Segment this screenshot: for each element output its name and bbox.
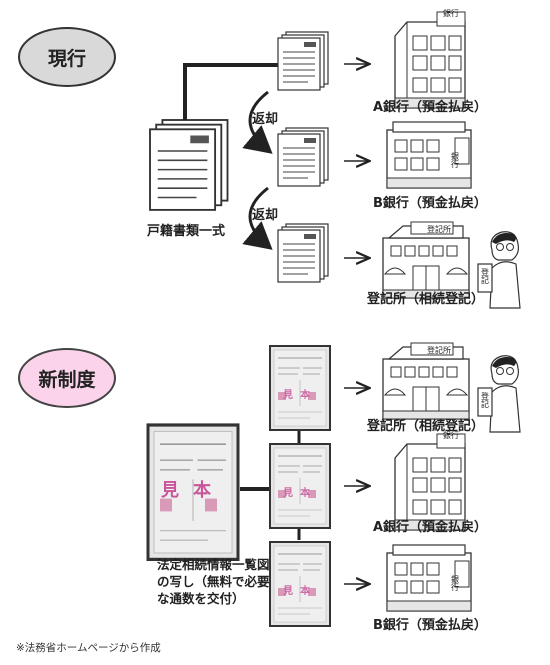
officer-sign: 登記 (481, 267, 490, 284)
new-system-badge: 新制度 (18, 348, 116, 408)
return-label-2: 返却 (252, 208, 279, 223)
destination-label-bank-a: A銀行（預金払戻） (373, 100, 488, 115)
document-stack-2 (277, 127, 329, 187)
source-footnote: ※法務省ホームページから作成 (16, 642, 161, 654)
document-stack-1 (277, 31, 329, 91)
bank-b-sign-new: 銀行 (451, 574, 460, 592)
current-system-label: 現行 (47, 47, 86, 70)
bank-b-sign: 銀行 (451, 151, 460, 169)
certificate-label: 法定相続情報一覧図の写し（無料で必要な通数を交付） (157, 557, 270, 606)
bundle-label: 戸籍書類一式 (147, 224, 226, 239)
certificate-sample-3 (269, 541, 331, 627)
bank-a-sign-new: 銀行 (443, 430, 459, 440)
new-system-label: 新制度 (38, 368, 96, 391)
certificate-sample-2 (269, 443, 331, 529)
current-flow (149, 11, 521, 309)
new-destination-label-registry: 登記所（相続登記） (367, 419, 485, 434)
officer-sign-new: 登記 (481, 391, 490, 408)
registry-sign-new: 登記所 (427, 345, 451, 355)
certificate-sample-1 (269, 345, 331, 431)
destination-label-registry: 登記所（相続登記） (367, 292, 485, 307)
document-stack-3 (277, 223, 329, 283)
return-label-1: 返却 (252, 112, 279, 127)
registry-building-new (382, 342, 470, 420)
bundle-connector (183, 63, 278, 120)
return-arrow-1 (242, 90, 273, 154)
bank-a-building (394, 11, 466, 109)
new-destination-label-bank-a: A銀行（預金払戻） (373, 520, 488, 535)
new-flow (146, 342, 521, 627)
sample-mark-2: 見本 (282, 486, 317, 499)
new-destination-label-bank-b: B銀行（預金払戻） (373, 618, 487, 633)
bank-a-sign: 銀行 (443, 8, 459, 18)
registry-building (382, 221, 470, 299)
sample-mark-3: 見本 (282, 584, 317, 597)
destination-label-bank-b: B銀行（預金払戻） (373, 196, 487, 211)
family-register-bundle (149, 119, 229, 211)
current-system-badge: 現行 (18, 27, 116, 87)
registry-sign: 登記所 (427, 224, 451, 234)
return-arrow-2 (242, 186, 273, 250)
sample-mark-large: 見本 (160, 479, 225, 501)
sample-mark-1: 見本 (282, 388, 317, 401)
